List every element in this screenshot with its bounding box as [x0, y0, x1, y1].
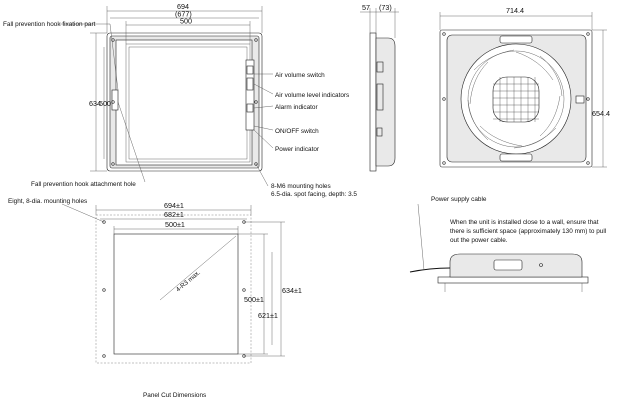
dim-500: 500 [180, 17, 192, 26]
fan-grille [492, 76, 540, 123]
dim-714: 714.4 [506, 6, 524, 15]
label-m6-holes-1: 8-M6 mounting holes [271, 183, 331, 190]
dim-57: 57 [362, 3, 370, 12]
panel-cutout [113, 233, 239, 355]
side-body [375, 37, 396, 167]
dim-panel-634: 634±1 [282, 286, 302, 295]
control-strip [245, 59, 255, 131]
panel-outer [95, 214, 252, 364]
dim-654: 654.4 [592, 109, 610, 118]
rear-handle-bottom [499, 153, 533, 162]
side-view: 57 (73) [360, 3, 399, 172]
rear-connector [575, 95, 585, 104]
mount-hole [254, 100, 258, 104]
label-air-volume-switch: Air volume switch [275, 72, 325, 79]
power-cable [409, 267, 451, 273]
fan-ring [467, 50, 565, 148]
label-radius: 4-R3 max. [175, 269, 202, 293]
dim-panel-682: 682±1 [164, 210, 184, 219]
dim-panel-621: 621±1 [258, 311, 278, 320]
label-fall-fixation: Fall prevention hook fixation part [3, 21, 96, 28]
side-indicator-b [376, 83, 384, 111]
mount-hole [111, 38, 115, 42]
label-eight-holes: Eight, 8-dia. mounting holes [8, 198, 87, 205]
label-alarm-indicator: Alarm indicator [275, 104, 318, 111]
installed-handle [493, 259, 523, 271]
installed-flange [437, 276, 589, 284]
side-flange [369, 32, 377, 172]
label-m6-holes-2: 6.5-dia. spot facing, depth: 3.5 [271, 191, 357, 198]
switch-b [246, 77, 254, 91]
dim-694: 694 [177, 2, 189, 11]
left-hook-part [111, 89, 119, 111]
switch-a [246, 65, 254, 75]
side-indicator-c [376, 127, 383, 137]
note-line-3: out the power cable. [450, 237, 508, 244]
rear-handle-top [499, 35, 533, 44]
mount-hole [254, 38, 258, 42]
side-indicator-a [376, 61, 384, 73]
label-panel-cut: Panel Cut Dimensions [143, 392, 206, 399]
dim-500-h: 500 [99, 99, 111, 108]
mount-hole [111, 100, 115, 104]
panel-cut-view: 694±1 682±1 500±1 634±1 500±1 621±1 4-R3… [61, 201, 302, 364]
label-onoff-switch: ON/OFF switch [275, 128, 319, 135]
dim-677: (677) [175, 10, 192, 19]
dim-73: (73) [379, 3, 392, 12]
front-view: 694 (677) 500 634 500 [60, 2, 274, 187]
dim-panel-500h: 500±1 [244, 295, 264, 304]
label-air-volume-level: Air volume level indicators [275, 92, 349, 99]
note-line-2: there is sufficient space (approximately… [450, 228, 606, 235]
label-power-indicator: Power indicator [275, 146, 320, 153]
front-panel [115, 39, 253, 166]
dim-panel-694: 694±1 [164, 201, 184, 210]
label-power-cable: Power supply cable [431, 196, 487, 203]
installed-side-view [409, 203, 589, 292]
mount-hole [254, 162, 258, 166]
dim-634: 634 [89, 99, 101, 108]
note-line-1: When the unit is installed close to a wa… [450, 219, 599, 226]
switch-c [246, 103, 254, 113]
installed-led [539, 263, 543, 267]
label-fall-attachment: Fall prevention hook attachment hole [31, 181, 136, 188]
mount-hole [111, 162, 115, 166]
dim-panel-500w: 500±1 [165, 220, 185, 229]
rear-view: 714.4 654.4 [439, 6, 610, 168]
